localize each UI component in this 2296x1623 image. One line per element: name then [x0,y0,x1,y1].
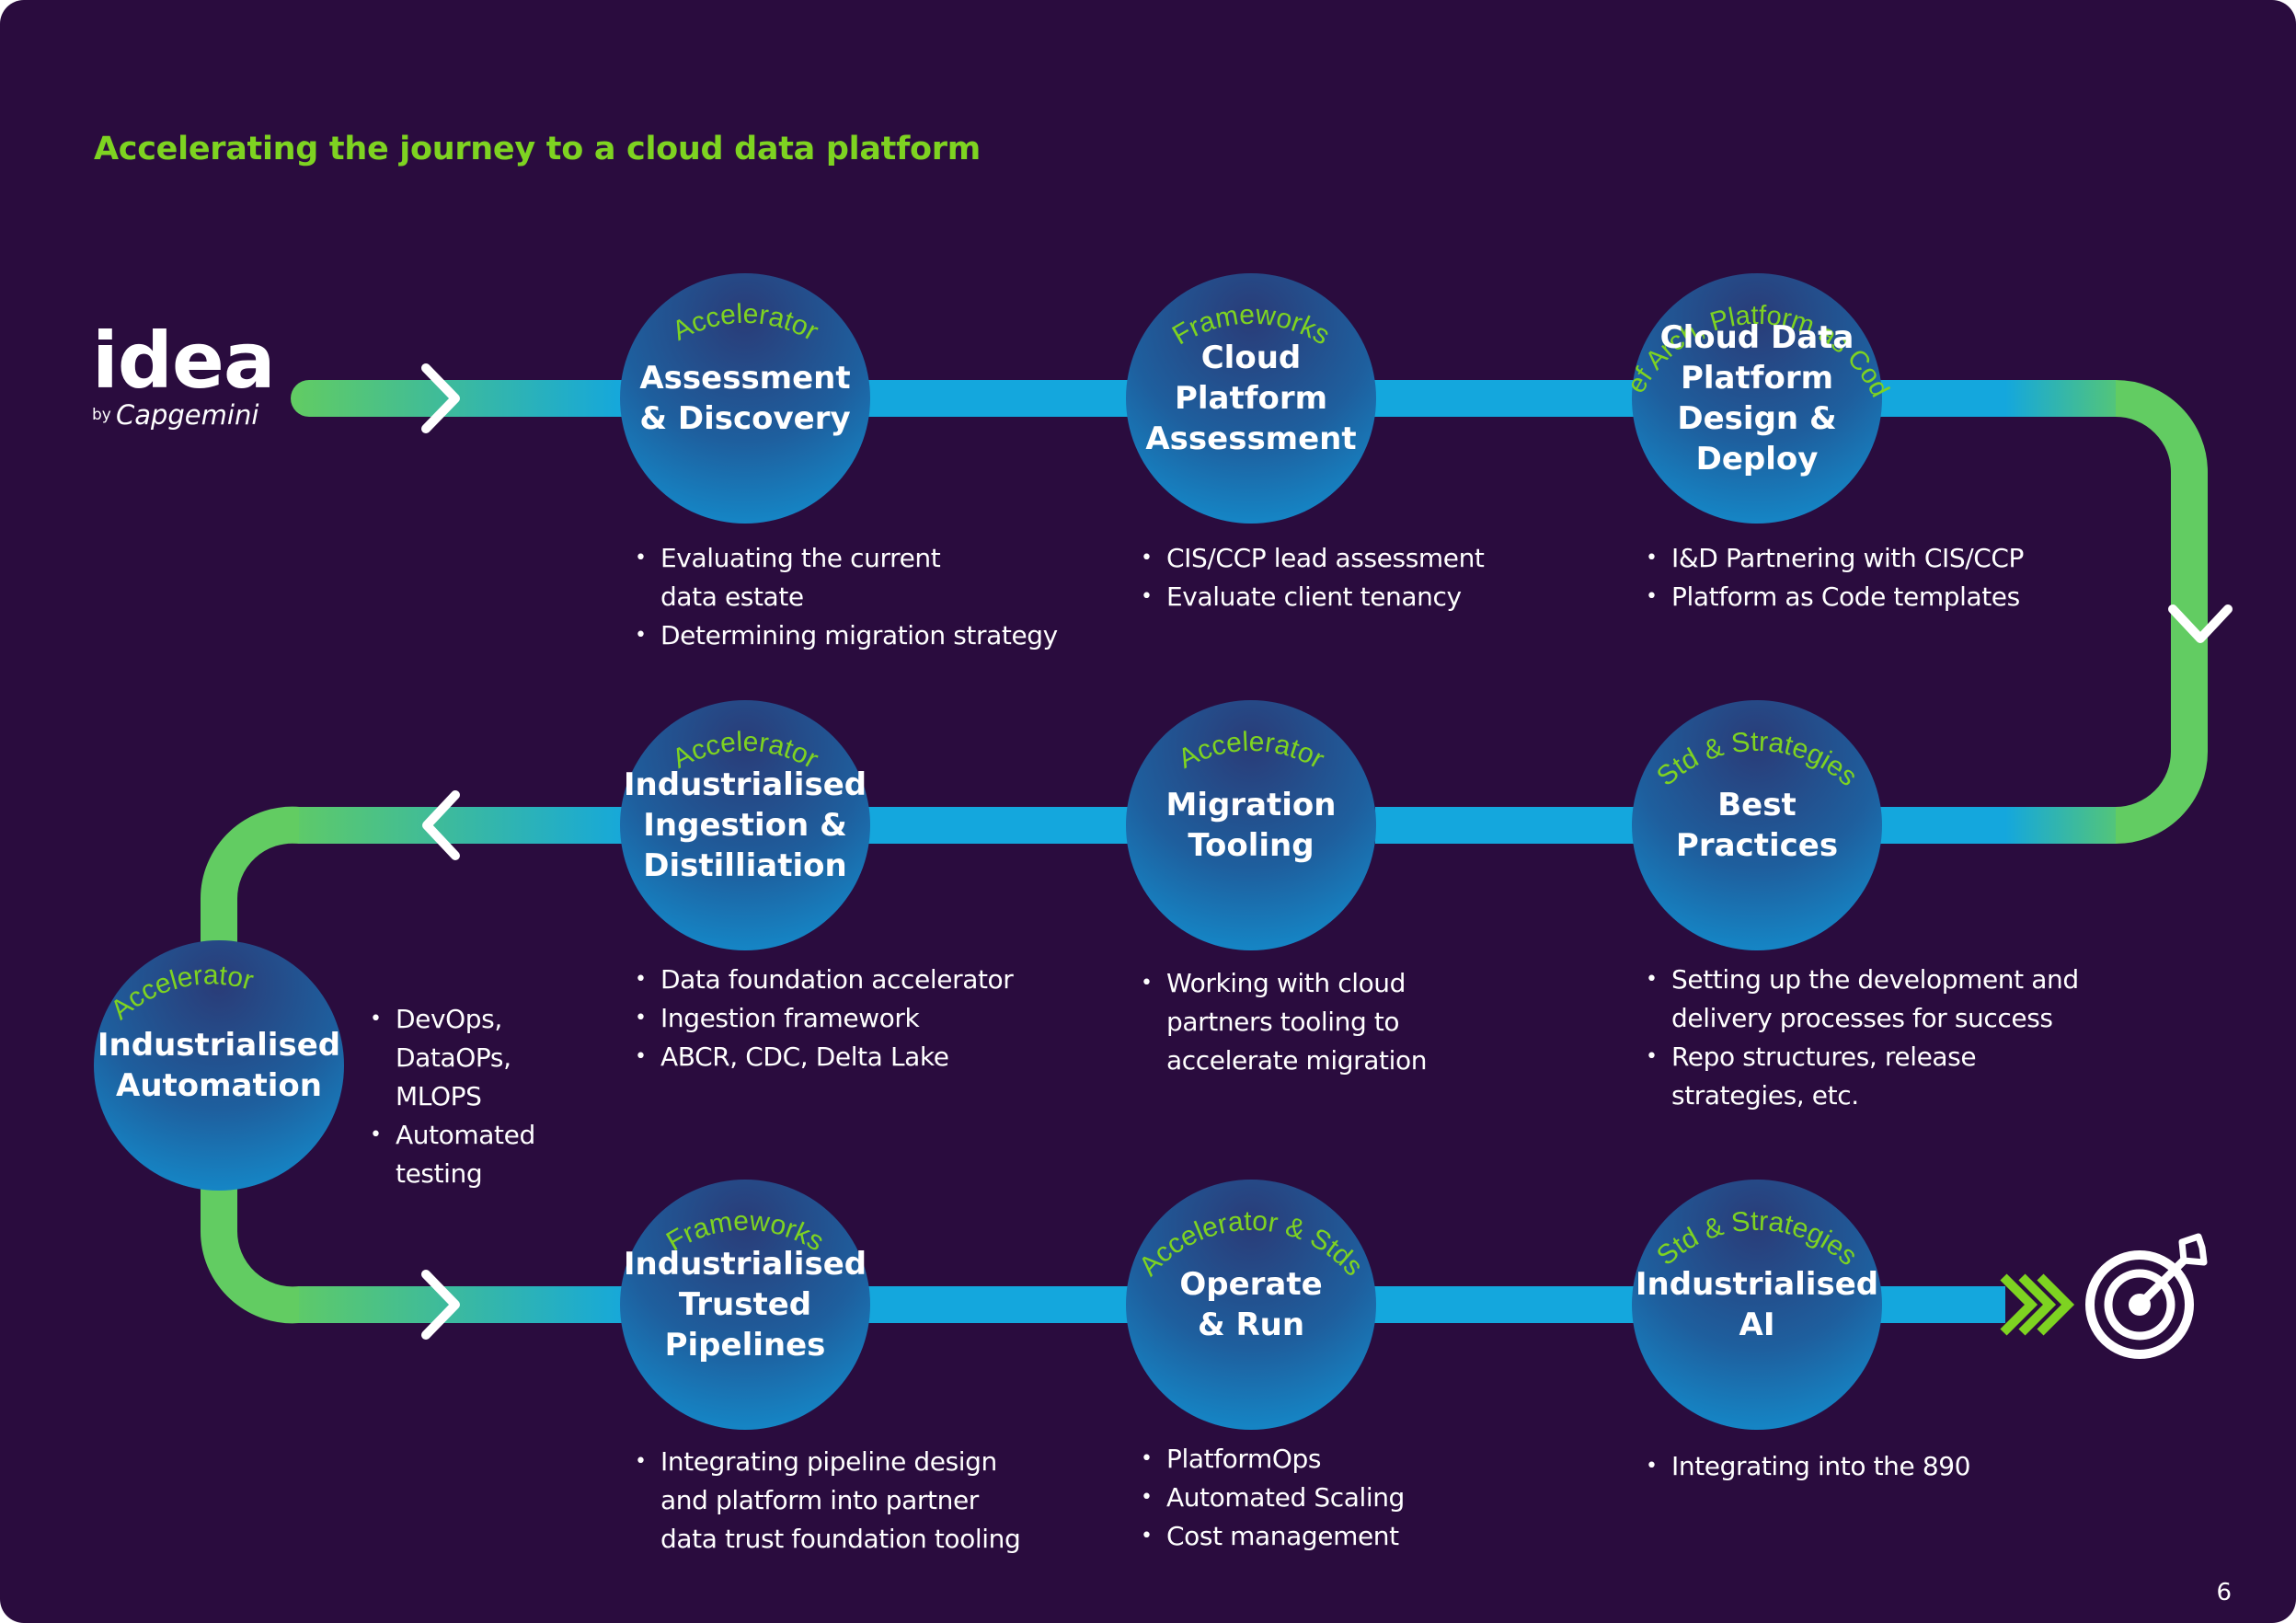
idea-logo: idea by Capgemini [92,316,276,431]
bullets-operate-run: PlatformOps Automated Scaling Cost manag… [1141,1440,1405,1556]
logo-brand: Capgemini [115,399,259,431]
logo-by: by [92,406,111,424]
node-circle-automation [94,940,344,1191]
list-item: DevOps,DataOPs,MLOPS [370,1000,535,1116]
node-circle-migration-tooling [1126,700,1376,950]
bullets-cloud-platform-assessment: CIS/CCP lead assessment Evaluate client … [1141,539,1485,616]
chevron-right-icon [421,363,460,433]
path-right-turn [1877,380,2208,844]
bullets-cloud-data-platform: I&D Partnering with CIS/CCP Platform as … [1646,539,2024,616]
list-item: Ingestion framework [635,999,1013,1038]
list-item: Data foundation accelerator [635,961,1014,999]
list-item: Cost management [1141,1517,1405,1556]
node-circle-operate-run [1126,1180,1376,1430]
chevron-right-icon [421,1270,460,1340]
target-icon [2085,1233,2208,1359]
node-circle-trusted-pipelines [620,1180,870,1430]
list-item: ABCR, CDC, Delta Lake [635,1038,1013,1076]
list-item: Evaluate client tenancy [1141,578,1485,616]
list-item: PlatformOps [1141,1440,1405,1479]
list-item: Platform as Code templates [1646,578,2024,616]
node-circle-cloud-data-platform [1632,273,1882,524]
bullets-industrialised-ai: Integrating into the 890 [1646,1447,1970,1486]
node-circle-assessment [620,273,870,524]
list-item: Determining migration strategy [635,616,1058,655]
list-item: I&D Partnering with CIS/CCP [1646,539,2024,578]
list-item: CIS/CCP lead assessment [1141,539,1485,578]
node-circle-cloud-platform-assessment [1126,273,1376,524]
page-title: Accelerating the journey to a cloud data… [94,131,981,167]
tag-cloud-data-platform: Ref Arch, Platform as Code [0,0,1895,402]
node-circle-best-practices [1632,700,1882,950]
list-item: Integrating into the 890 [1646,1447,1970,1486]
logo-word: idea [92,316,276,406]
node-circle-ingestion [620,700,870,950]
node-circle-industrialised-ai [1632,1180,1882,1430]
list-item: Automated Scaling [1141,1479,1405,1517]
chevron-left-icon [422,790,460,860]
bullets-ingestion: Data foundation accelerator Ingestion fr… [635,961,1014,1076]
page-number: 6 [2216,1579,2232,1606]
chevron-down-icon [2168,604,2233,643]
triple-chevron-icon [2000,1273,2075,1336]
